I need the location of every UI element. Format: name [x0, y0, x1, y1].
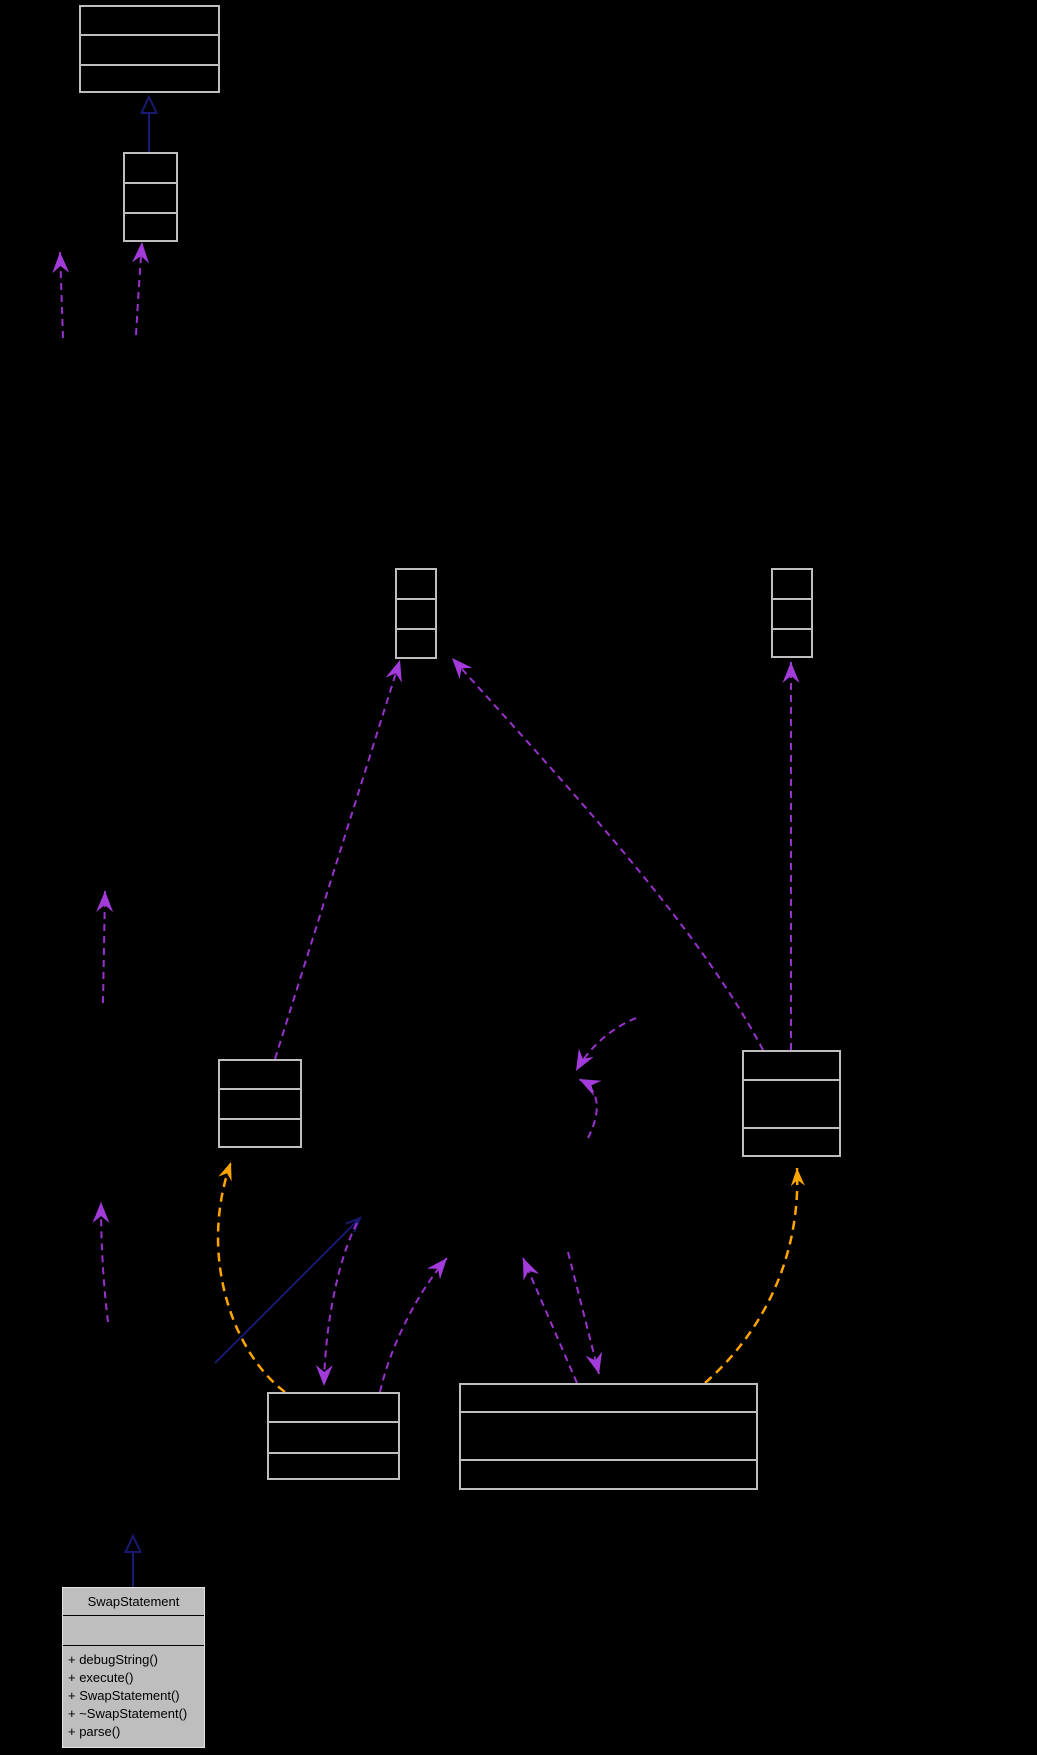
method-item: + ~SwapStatement() [68, 1706, 188, 1721]
method-item: + execute() [68, 1670, 134, 1685]
usage-arrow [379, 1257, 448, 1393]
usage-arrow [92, 1201, 110, 1323]
class-node-top-small[interactable] [123, 152, 178, 242]
class-node-bottom-left[interactable] [267, 1392, 400, 1480]
class-node-center-small[interactable] [395, 568, 437, 659]
template-arrow [704, 1167, 805, 1384]
method-item: + debugString() [68, 1652, 158, 1667]
usage-arrow [274, 659, 402, 1060]
template-arrow [216, 1161, 286, 1394]
usage-arrow [522, 1257, 578, 1384]
class-node-top-large[interactable] [79, 5, 220, 93]
method-item: + parse() [68, 1724, 121, 1739]
usage-arrow [451, 657, 764, 1051]
usage-arrow [132, 241, 149, 336]
class-title: SwapStatement [63, 1588, 204, 1616]
method-item: + SwapStatement() [68, 1688, 180, 1703]
class-methods-list: + debugString() + execute() + SwapStatem… [63, 1646, 204, 1741]
usage-arrow [96, 890, 114, 1004]
usage-arrow [52, 251, 70, 339]
inheritance-arrow-diagonal [214, 1216, 362, 1364]
class-node-swapstatement: SwapStatement + debugString() + execute(… [62, 1587, 205, 1748]
usage-arrow [567, 1251, 603, 1375]
class-node-mid-right[interactable] [742, 1050, 841, 1157]
class-fields-empty [63, 1616, 204, 1646]
class-node-right-small[interactable] [771, 568, 813, 658]
class-node-mid-left[interactable] [218, 1059, 302, 1148]
usage-arrow-selfloop-top [575, 1017, 637, 1072]
usage-arrow [315, 1222, 358, 1387]
class-node-bottom-wide[interactable] [459, 1383, 758, 1490]
usage-arrow-selfloop-bottom [578, 1078, 602, 1139]
